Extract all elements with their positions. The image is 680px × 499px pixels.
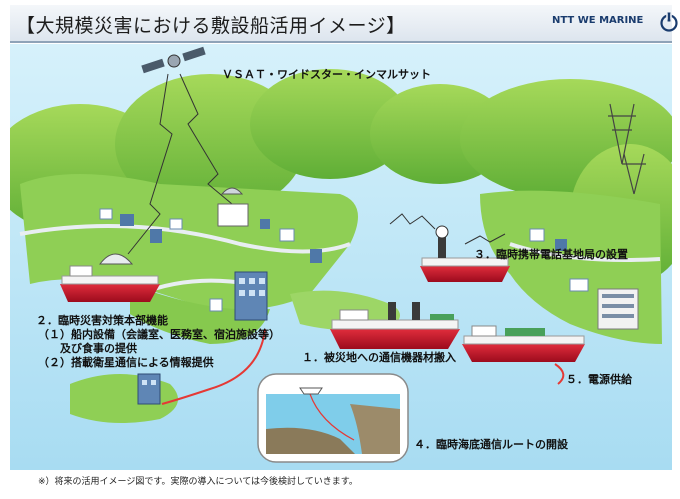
ground-antenna-icon (217, 187, 249, 227)
satellite-icon (141, 46, 206, 74)
signal-lines (127, 73, 506, 255)
item1-label: １．被災地への通信機器材搬入 (302, 351, 456, 364)
power-icon[interactable] (658, 11, 680, 33)
hq-building (234, 271, 268, 321)
item2-title: ２．臨時災害対策本部機能 (36, 314, 168, 327)
island-building (137, 373, 161, 405)
satellite-label: ＶＳＡＴ・ワイドスター・インマルサット (222, 68, 431, 81)
power-cable (554, 363, 565, 385)
town-buildings (99, 208, 639, 330)
item2-line1: （１）船内設備（会議室、医務室、宿泊施設等） (38, 328, 280, 341)
item3-label: ３．臨時携帯電話基地局の設置 (474, 248, 628, 261)
item2-line2: 及び食事の提供 (60, 342, 137, 355)
seabed-inset (257, 373, 409, 463)
ship-base-station (420, 225, 510, 282)
ship-equipment (330, 302, 460, 349)
item4-label: ４．臨時海底通信ルートの開設 (414, 438, 568, 451)
footnote: ※）将来の活用イメージ図です。実際の導入については今後検討していきます。 (38, 477, 358, 487)
brand-logo: NTT WE MARINE (552, 15, 644, 26)
item5-label: ５．電源供給 (566, 373, 632, 386)
title-bar: 【大規模災害における敷設船活用イメージ】 NTT WE MARINE (10, 5, 678, 43)
item2-line3: （２）搭載衛星通信による情報提供 (38, 356, 214, 369)
illustration (10, 44, 672, 470)
page-title: 【大規模災害における敷設船活用イメージ】 (16, 15, 406, 37)
ship-hq (60, 253, 160, 302)
ship-power (462, 325, 585, 362)
submarine-cable (161, 328, 266, 405)
power-tower-icon (608, 103, 646, 195)
